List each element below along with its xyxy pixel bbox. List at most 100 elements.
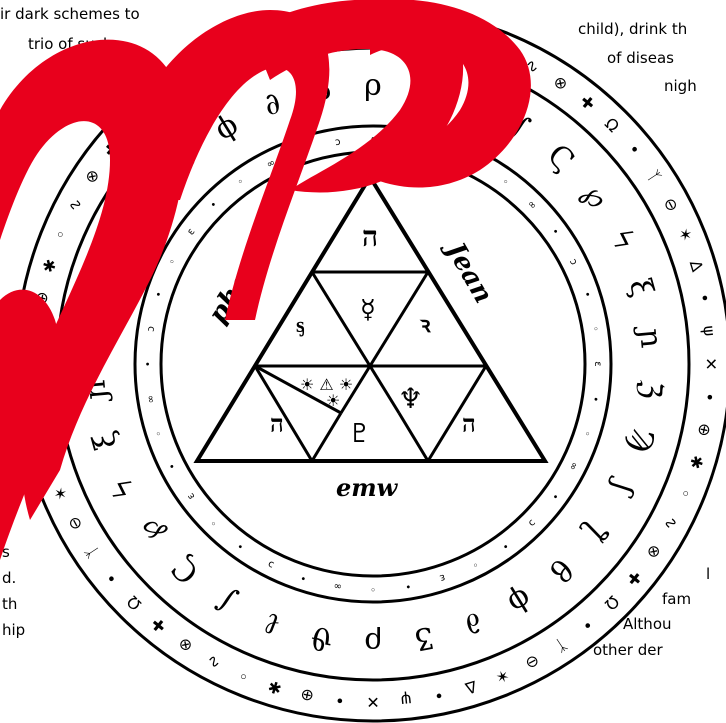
ring-glyph: •: [694, 292, 714, 305]
triangle-word-right: Jean: [437, 233, 498, 308]
ring-glyph: •: [580, 290, 592, 299]
ring-glyph: ɔ: [567, 257, 579, 267]
ring-glyph: ∆: [686, 257, 708, 274]
ring-glyph: ✕: [366, 693, 379, 712]
ring-glyph: ◦: [235, 176, 246, 188]
ring-glyph: ρ: [364, 625, 382, 660]
ring-glyph: •: [149, 92, 168, 113]
ring-glyph: ψ: [27, 391, 47, 403]
hebrew-letter-bottom-right: ה: [462, 409, 476, 438]
ring-glyph: •: [299, 571, 308, 583]
ring-glyph: ƪ: [577, 515, 614, 548]
ring-glyph: •: [299, 144, 308, 156]
ring-glyph: ⊗: [174, 633, 196, 656]
ring-glyph: ⊕: [430, 22, 447, 43]
ring-glyph: ◦: [589, 325, 601, 333]
ring-glyph: Ʒ: [413, 619, 436, 657]
ring-glyph: ✶: [49, 484, 72, 504]
ring-glyph: ℓ: [259, 605, 285, 643]
ring-glyph: ϑ: [308, 619, 336, 657]
ring-glyph: •: [578, 615, 597, 636]
ring-glyph: ξ: [86, 427, 124, 452]
ring-glyph: ɛ: [592, 361, 603, 366]
ring-glyph: ɲ: [77, 379, 114, 404]
ring-glyph: ∞: [145, 394, 157, 404]
ring-glyph: ◦: [236, 666, 252, 687]
ring-glyph: ∿: [660, 513, 683, 534]
ring-glyph: ϐ: [167, 139, 204, 177]
sun-icon-below: ☀: [326, 391, 340, 410]
triangle-word-bottom: emw: [336, 473, 399, 502]
ring-glyph: •: [334, 690, 345, 710]
ring-glyph: •: [400, 18, 411, 38]
ring-glyph: ⊗: [80, 165, 103, 187]
ring-glyph: ⊗: [642, 541, 665, 563]
ring-glyph: •: [101, 569, 122, 588]
ring-glyph: ◦: [153, 429, 165, 438]
triangle-word-left: phoras: [203, 229, 283, 329]
ring-glyph: Ϛ: [540, 138, 581, 179]
ring-glyph: ⊖: [522, 651, 543, 674]
ring-glyph: Ω: [123, 592, 145, 614]
ring-glyph: ✶: [234, 40, 254, 63]
ring-glyph: ∆: [39, 454, 61, 471]
ring-glyph: ⊗: [550, 71, 572, 94]
ring-glyph: ϕ: [502, 581, 538, 622]
ring-glyph: ξ: [622, 275, 660, 300]
cell-symbol-left: ᶊ: [296, 312, 305, 338]
ring-glyph: ∿: [203, 651, 224, 674]
ring-glyph: Ω: [601, 592, 623, 614]
ring-glyph: •: [589, 395, 601, 403]
ring-glyph: ∫: [504, 108, 536, 146]
ring-glyph: •: [153, 290, 165, 299]
ring-glyph: ∫: [211, 582, 243, 620]
ring-glyph: ɛ: [185, 227, 197, 238]
ring-glyph: •: [27, 325, 47, 336]
ring-glyph: ◦: [404, 136, 412, 148]
ring-glyph: ∞: [333, 580, 343, 592]
ring-glyph: ✚: [623, 567, 646, 589]
ring-glyph: Ϛ: [165, 549, 206, 590]
ring-glyph: ρ: [364, 68, 382, 103]
inner-ring-glyphs: •◦ɛ•◦∞•ɔ•◦ɛ•◦∞•ɔ•◦ɛ•◦∞•ɔ•◦ɛ•◦∞•ɔ•◦ɛ•◦∞•ɔ: [143, 134, 603, 594]
middle-ring-glyphs: ρϑℓ∫Ϛ℘ϟξɲℨϠʃƪϐϕ∂Ʒρϑℓ∫Ϛ℘ϟξɲℨϠʃƪϐϕ∂Ʒ: [77, 68, 668, 660]
ring-glyph: ɔ: [145, 325, 157, 332]
ring-glyph: •: [499, 539, 510, 551]
ring-glyph: •: [548, 226, 560, 237]
ring-glyph: ◦: [499, 176, 510, 188]
ring-glyph: ✱: [39, 257, 61, 275]
ring-glyph: ◦: [50, 227, 71, 243]
ring-glyph: ⊖: [660, 194, 683, 215]
ring-glyph: ϕ: [208, 107, 244, 148]
ring-glyph: ƪ: [132, 180, 169, 213]
ring-glyph: ᛉ: [643, 167, 664, 186]
ring-glyph: ℓ: [461, 85, 487, 123]
ring-glyph: ℨ: [632, 379, 669, 401]
ring-glyph: ✱: [462, 30, 480, 52]
ring-glyph: •: [432, 685, 445, 705]
ring-glyph: ✚: [147, 614, 169, 637]
ring-glyph: ∿: [522, 54, 543, 77]
ring-glyph: ⊖: [63, 513, 86, 534]
ring-glyph: ✶: [493, 665, 513, 688]
ring-glyph: ʃ: [105, 227, 142, 254]
ring-glyph: ◦: [370, 583, 376, 594]
inner-ring: [161, 152, 585, 576]
ring-glyph: ɛ: [438, 144, 447, 156]
ring-glyph: ◦: [470, 558, 480, 570]
ring-glyph: ɲ: [632, 324, 669, 349]
ring-glyph: •: [548, 490, 560, 501]
ring-glyph: ℨ: [77, 327, 114, 349]
ring-glyph: •: [143, 361, 154, 367]
ring-glyph: •: [301, 22, 314, 42]
ring-glyph: •: [699, 391, 719, 402]
ring-glyph: ɔ: [334, 136, 341, 148]
outer-ring-glyphs: ✕•⊕✱◦∿⊗✚Ω•ᛉ⊖✶∆•ψ✕•⊕✱◦∿⊗✚Ω•ᛉ⊖✶∆•ψ✕•⊕✱◦∿⊗✚…: [26, 17, 721, 712]
ring-glyph: •: [208, 199, 220, 211]
ring-glyph: ɔ: [526, 517, 538, 529]
ring-glyph: ψ: [334, 18, 346, 38]
ring-glyph: ɛ: [185, 491, 197, 502]
ring-glyph: ∿: [63, 194, 86, 215]
ring-glyph: •: [470, 158, 480, 170]
ring-glyph: ⊕: [31, 290, 52, 307]
